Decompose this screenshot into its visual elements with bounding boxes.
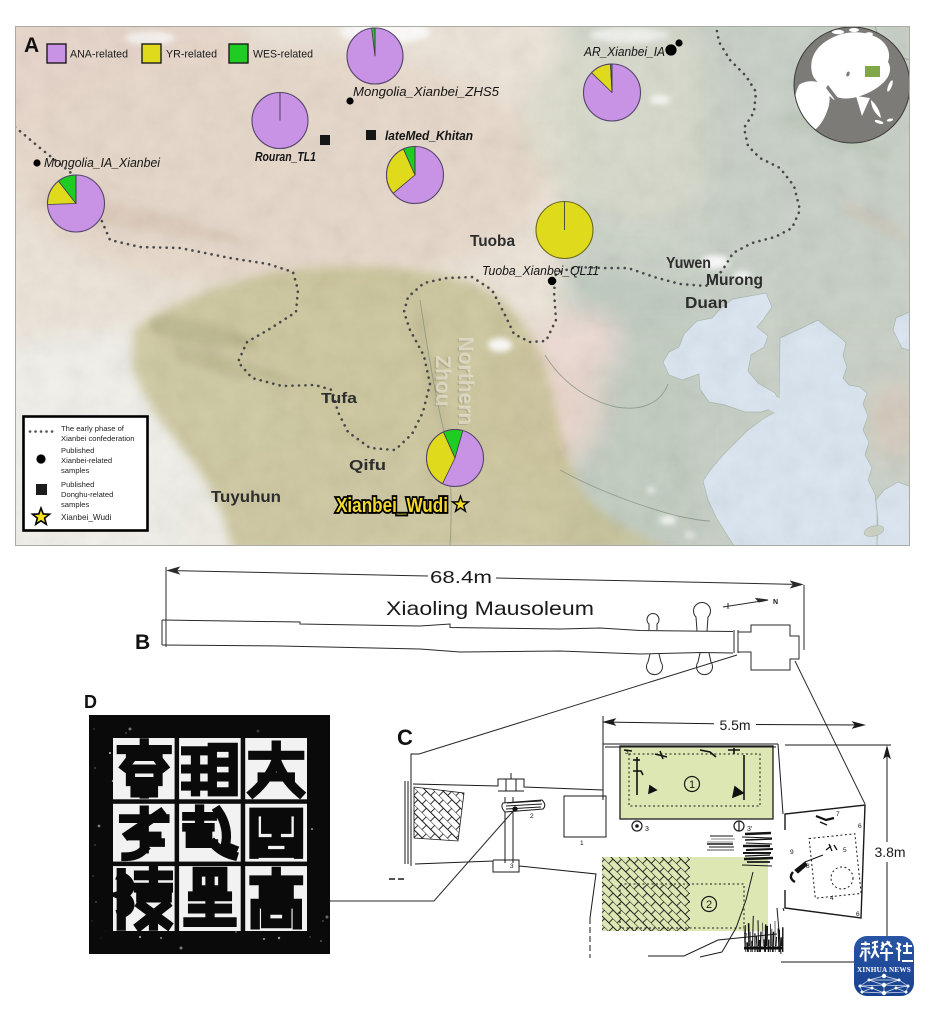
svg-text:Mongolia_IA_Xianbei: Mongolia_IA_Xianbei xyxy=(44,156,161,170)
svg-text:ANA-related: ANA-related xyxy=(70,49,128,61)
svg-text:samples: samples xyxy=(61,466,89,475)
svg-text:D: D xyxy=(84,692,97,712)
svg-text:2: 2 xyxy=(706,899,712,911)
svg-text:Yuwen: Yuwen xyxy=(666,255,711,272)
svg-text:1: 1 xyxy=(689,779,695,791)
svg-text:3: 3 xyxy=(510,863,514,870)
svg-text:Rouran_TL1: Rouran_TL1 xyxy=(255,150,316,164)
svg-text:AR_Xianbei_IA: AR_Xianbei_IA xyxy=(583,45,665,59)
svg-text:Qifu: Qifu xyxy=(349,458,386,474)
svg-text:8: 8 xyxy=(806,863,810,870)
svg-text:N: N xyxy=(773,599,778,606)
svg-text:3.8m: 3.8m xyxy=(874,844,905,860)
svg-text:Tuoba_Xianbei_QL11: Tuoba_Xianbei_QL11 xyxy=(482,264,599,278)
svg-text:7: 7 xyxy=(744,933,748,940)
svg-text:Tuoba: Tuoba xyxy=(470,233,515,250)
svg-text:WES-related: WES-related xyxy=(253,49,313,61)
svg-text:Xianbei-related: Xianbei-related xyxy=(61,456,112,465)
svg-text:5.5m: 5.5m xyxy=(719,717,750,733)
svg-text:Xianbei_Wudi: Xianbei_Wudi xyxy=(61,513,112,522)
svg-text:Tuyuhun: Tuyuhun xyxy=(211,489,281,506)
svg-text:1: 1 xyxy=(580,840,584,847)
svg-text:Tufa: Tufa xyxy=(321,391,358,407)
svg-text:Published: Published xyxy=(61,480,94,489)
svg-text:Murong: Murong xyxy=(706,272,763,289)
svg-text:3': 3' xyxy=(747,826,752,833)
svg-text:9: 9 xyxy=(790,849,794,856)
svg-text:5: 5 xyxy=(843,847,847,854)
svg-text:Xianbei confederation: Xianbei confederation xyxy=(61,434,134,443)
svg-text:lateMed_Khitan: lateMed_Khitan xyxy=(385,128,473,143)
svg-text:6: 6 xyxy=(856,911,860,918)
svg-text:3: 3 xyxy=(625,749,629,756)
svg-text:samples: samples xyxy=(61,500,89,509)
svg-text:Donghu-related: Donghu-related xyxy=(61,490,113,499)
svg-text:2: 2 xyxy=(530,813,534,820)
svg-text:Published: Published xyxy=(61,446,94,455)
svg-text:C: C xyxy=(397,725,413,750)
svg-text:68.4m: 68.4m xyxy=(430,567,492,587)
svg-text:Xianbei_Wudi: Xianbei_Wudi xyxy=(336,494,448,517)
svg-text:XINHUA NEWS: XINHUA NEWS xyxy=(857,966,911,974)
svg-text:7: 7 xyxy=(836,811,840,818)
svg-text:4: 4 xyxy=(830,895,834,902)
svg-text:NorthernZhou: NorthernZhou xyxy=(430,338,476,427)
svg-text:Xiaoling Mausoleum: Xiaoling Mausoleum xyxy=(386,598,594,620)
svg-text:NorthernZhou: NorthernZhou xyxy=(431,337,477,426)
svg-text:Duan: Duan xyxy=(685,295,728,312)
svg-text:Mongolia_Xianbei_ZHS5: Mongolia_Xianbei_ZHS5 xyxy=(353,85,499,99)
svg-text:B: B xyxy=(135,631,150,654)
svg-text:A: A xyxy=(24,34,39,57)
svg-text:YR-related: YR-related xyxy=(166,49,217,61)
svg-text:3: 3 xyxy=(645,826,649,833)
svg-text:6: 6 xyxy=(858,823,862,830)
svg-text:The early phase of: The early phase of xyxy=(61,424,125,433)
